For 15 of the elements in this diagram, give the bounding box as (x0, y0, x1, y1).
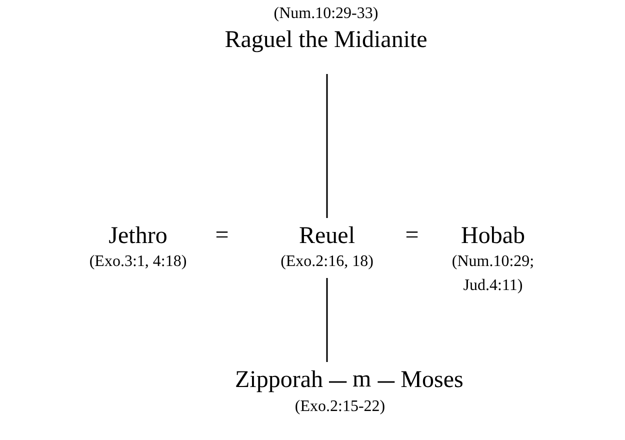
scripture-reference: (Num.10:29; Jud.4:11) (450, 252, 536, 296)
person-name: Raguel the Midianite (224, 26, 428, 54)
person-name: Moses (400, 366, 464, 394)
scripture-reference: (Num.10:29-33) (272, 4, 380, 24)
connector-line (326, 278, 328, 362)
connector-line (326, 74, 328, 218)
person-name: Zipporah (235, 366, 323, 394)
equals-sign: = (405, 222, 419, 250)
equals-sign: = (215, 222, 229, 250)
scripture-reference: (Exo.2:16, 18) (280, 252, 374, 272)
scripture-reference: (Exo.3:1, 4:18) (89, 252, 187, 272)
person-name: Hobab (460, 222, 526, 250)
scripture-reference: (Exo.2:15-22) (294, 398, 386, 416)
person-name: Reuel (298, 222, 356, 250)
person-name: Jethro (108, 222, 168, 250)
